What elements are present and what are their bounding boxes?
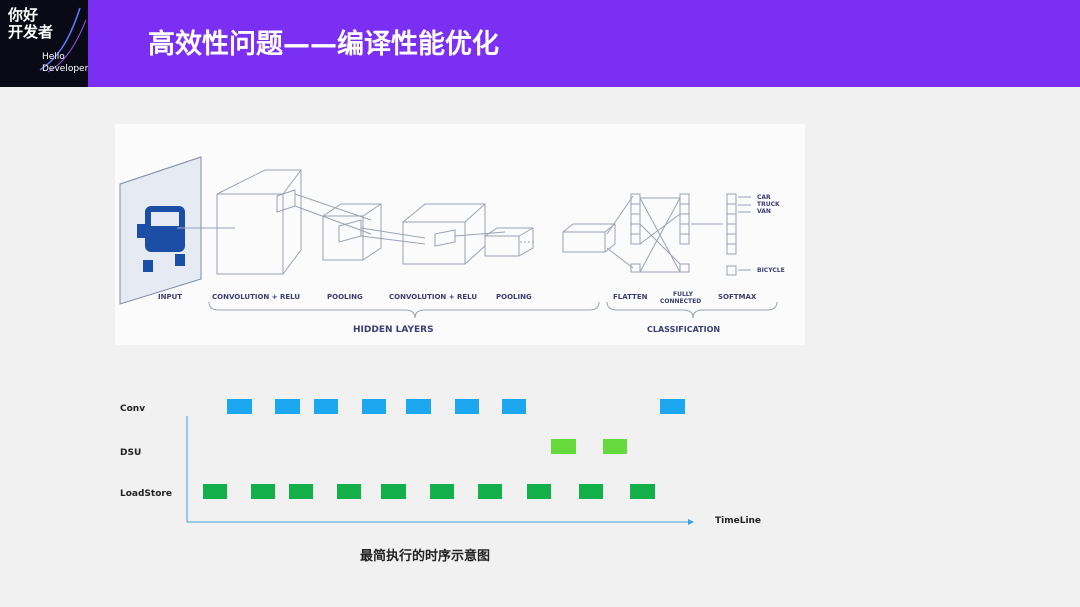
label-pool2: POOLING (496, 293, 532, 301)
axis-label-timeline: TimeLine (715, 516, 761, 526)
label-conv1: CONVOLUTION + RELU (212, 293, 300, 301)
dsu-blocks (551, 439, 627, 454)
softmax-column (726, 193, 737, 276)
classification-brace (606, 301, 778, 319)
conv2-cube-front (402, 221, 466, 265)
label-classification: CLASSIFICATION (647, 325, 720, 334)
logo-line-2: 开发者 (8, 23, 54, 41)
timing-chart: Conv DSU LoadStore TimeLine (0, 380, 1080, 580)
timeline-arrow-icon (688, 519, 694, 525)
fully-connected-column (679, 193, 690, 273)
class-van: VAN (757, 208, 771, 215)
hello-developer-logo: 你好 开发者 Hello Developer (0, 0, 88, 87)
label-conv2: CONVOLUTION + RELU (389, 293, 477, 301)
cnn-diagram-svg: INPUT CONVOLUTION + RELU POOLING CONVOLU… (119, 156, 785, 335)
class-car: CAR (757, 194, 771, 201)
row-label-dsu: DSU (120, 448, 141, 458)
logo-line-4: Developer (42, 64, 88, 74)
title-bar: 你好 开发者 Hello Developer 高效性问题——编译性能优化 (0, 0, 1080, 87)
label-connected: CONNECTED (660, 298, 701, 305)
timing-caption: 最简执行的时序示意图 (359, 549, 490, 564)
conv-blocks (227, 399, 685, 414)
flatten-column (630, 193, 641, 273)
flatten-cube (562, 231, 606, 253)
label-softmax: SOFTMAX (718, 293, 757, 301)
logo-line-3: Hello (42, 52, 65, 62)
conv1-cube-front (216, 193, 284, 275)
pool2-cube-front (484, 235, 520, 257)
class-bicycle: BICYCLE (757, 267, 785, 274)
fully-connected-lines (639, 197, 681, 273)
label-input: INPUT (158, 293, 182, 301)
pool1-cube-front (322, 215, 364, 261)
car-icon (137, 206, 185, 272)
row-label-conv: Conv (120, 404, 145, 414)
label-hidden-layers: HIDDEN LAYERS (353, 325, 434, 335)
label-pool1: POOLING (327, 293, 363, 301)
logo-swoosh-icon (39, 7, 87, 73)
row-label-loadstore: LoadStore (120, 489, 172, 499)
class-truck: TRUCK (757, 201, 780, 208)
loadstore-blocks (203, 484, 655, 499)
timing-chart-svg: Conv DSU LoadStore TimeLine (120, 399, 761, 526)
slide-title: 高效性问题——编译性能优化 (148, 29, 499, 60)
label-fully: FULLY (673, 291, 694, 298)
cnn-diagram: INPUT CONVOLUTION + RELU POOLING CONVOLU… (115, 124, 805, 345)
logo-line-1: 你好 (8, 6, 39, 24)
label-flatten: FLATTEN (613, 293, 648, 301)
hidden-layers-brace (208, 301, 600, 319)
